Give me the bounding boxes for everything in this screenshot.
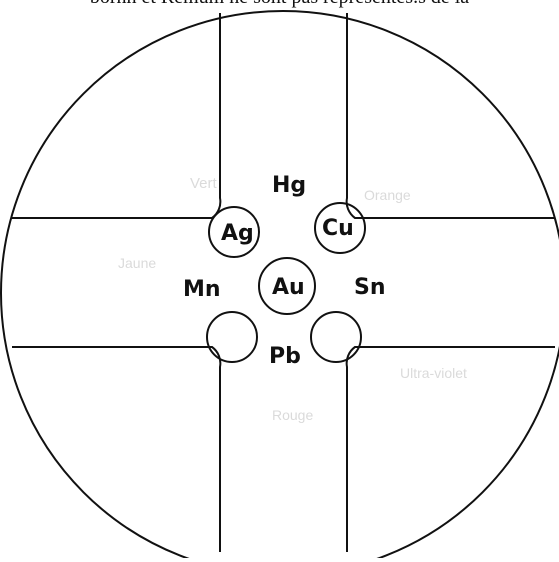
channel-top-right-edge — [345, 13, 555, 219]
ghost-text-3: Jaune — [118, 255, 156, 271]
outer-disc — [0, 10, 559, 562]
ag-notch — [208, 206, 260, 258]
channel-bottom-right-edge — [345, 346, 555, 552]
ghost-text-4: Rouge — [272, 407, 313, 423]
label-sn: Sn — [354, 275, 386, 300]
ghost-text-1: Vert — [190, 175, 218, 192]
label-hg: Hg — [272, 173, 306, 198]
pb-notch-left — [206, 311, 258, 363]
au-center-circle — [258, 257, 316, 315]
cut-off-header-text: bornh et Remum ne sont pas représentés.s… — [0, 0, 559, 9]
channel-bottom-left-edge — [12, 346, 222, 552]
label-au: Au — [272, 275, 305, 300]
label-ag: Ag — [221, 221, 254, 246]
bleed-through-text: Vert Orange Jaune Rouge Ultra-violet — [118, 175, 467, 423]
label-cu: Cu — [322, 216, 354, 241]
channel-top-left-edge — [12, 13, 222, 219]
label-pb: Pb — [269, 344, 301, 369]
ghost-text-5: Ultra-violet — [400, 365, 467, 381]
label-mn: Mn — [183, 277, 221, 302]
ghost-text-2: Orange — [364, 187, 411, 203]
cu-notch — [314, 202, 366, 254]
pb-notch-right — [310, 311, 362, 363]
